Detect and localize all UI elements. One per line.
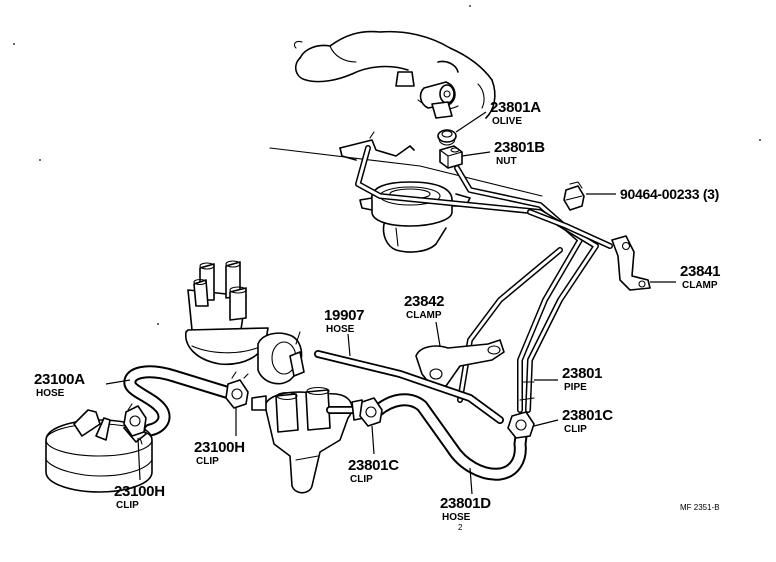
label-clip-23100h-mid-name: CLIP [196,456,219,467]
label-nut-name: NUT [496,156,517,167]
hose-23801d [369,393,529,481]
intake-base [359,181,471,253]
leader-lines [105,111,676,495]
label-hose-23100a: 23100A HOSE [34,371,86,399]
pipe-23801 [355,145,613,413]
vacuum-body [251,386,353,494]
label-clamp-23841-number: 23841 [680,263,720,280]
engine-housing [293,30,496,119]
label-nut-number: 23801B [494,139,545,156]
label-hose-23801d-note: 2 [458,523,463,532]
clamp-23841 [611,235,651,291]
label-hose-23100a-name: HOSE [36,388,65,399]
label-clip-23801c-right-name: CLIP [564,424,587,435]
label-hose-23801d-number: 23801D [440,495,491,512]
olive-23801a [437,129,457,146]
label-clip-23100h-mid-number: 23100H [194,439,245,456]
label-pipe: 23801 PIPE [562,365,603,393]
label-hose-23100a-number: 23100A [34,371,85,388]
clamp-23842 [415,339,505,387]
label-clip-23801c-mid: 23801C CLIP [348,457,400,485]
label-olive-number: 23801A [490,99,541,116]
label-clamp-23841: 23841 CLAMP [680,263,721,291]
clip-23100h-left [123,403,147,445]
distributor [185,260,305,385]
label-hose-19907-name: HOSE [326,324,355,335]
fuel-filter [45,409,153,493]
label-90464: 90464-00233 (3) [620,186,719,202]
label-pipe-number: 23801 [562,365,602,382]
label-90464-number: 90464-00233 (3) [620,186,719,202]
label-hose-23801d: 23801D HOSE 2 [440,495,492,532]
banjo-fitting [419,81,456,119]
drawing-code: MF 2351-B [680,503,720,512]
label-olive-name: OLIVE [492,116,522,127]
clip-23801c-right [507,411,535,439]
label-clip-23100h-mid: 23100H CLIP [194,439,245,467]
nut-23801b [439,145,463,169]
label-hose-19907-number: 19907 [324,307,364,324]
label-nut: 23801B NUT [494,139,546,167]
label-clip-23100h-left-number: 23100H [114,483,165,500]
label-clip-23100h-left: 23100H CLIP [114,483,165,511]
reference-line [269,131,543,197]
label-clamp-23842-name: CLAMP [406,310,442,321]
clip-23801c-mid [359,397,383,427]
label-clip-23100h-left-name: CLIP [116,500,139,511]
hose-19907 [314,350,504,424]
label-clamp-23841-name: CLAMP [682,280,718,291]
label-pipe-name: PIPE [564,382,587,393]
label-clip-23801c-right-number: 23801C [562,407,613,424]
label-hose-23801d-name: HOSE [442,512,471,523]
label-clamp-23842: 23842 CLAMP [404,293,445,321]
label-olive: 23801A OLIVE [490,99,542,127]
clip-90464-00233 [563,181,585,211]
label-hose-19907: 19907 HOSE [324,307,365,335]
label-clip-23801c-mid-name: CLIP [350,474,373,485]
label-clamp-23842-number: 23842 [404,293,444,310]
label-clip-23801c-mid-number: 23801C [348,457,399,474]
hose-23100a [123,365,233,437]
clip-23100h-mid [225,371,249,409]
label-clip-23801c-right: 23801C CLIP [562,407,614,435]
scan-specks [13,5,761,325]
